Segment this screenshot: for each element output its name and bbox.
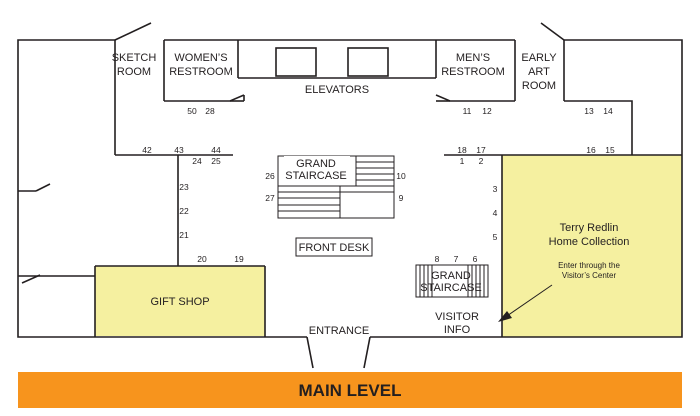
gallery-number: 9 (399, 193, 404, 203)
gallery-number: 8 (435, 254, 440, 264)
grand-staircase-center[interactable] (277, 155, 395, 219)
grand-staircase-right-label-1: GRAND (431, 270, 471, 282)
gallery-number: 19 (234, 254, 244, 264)
gallery-number: 14 (603, 106, 613, 116)
early-art-room-label-2: ART (528, 66, 550, 78)
gallery-number: 42 (142, 145, 152, 155)
gallery-number: 15 (605, 145, 615, 155)
grand-staircase-center-label-2: STAIRCASE (285, 170, 347, 182)
enter-note-label-2: Visitor’s Center (562, 271, 617, 280)
gallery-number: 20 (197, 254, 207, 264)
home-collection-label-2: Home Collection (549, 236, 630, 248)
gallery-number: 13 (584, 106, 594, 116)
mens-restroom-label-1: MEN’S (456, 52, 490, 64)
gallery-number: 27 (265, 193, 275, 203)
elevators-label: ELEVATORS (305, 84, 369, 96)
entrance-label: ENTRANCE (309, 325, 370, 337)
gallery-number: 3 (493, 184, 498, 194)
gallery-number: 6 (473, 254, 478, 264)
visitor-info-label-1: VISITOR (435, 311, 479, 323)
gallery-number: 21 (179, 230, 189, 240)
enter-note-label-1: Enter through the (558, 261, 620, 270)
arrow-to-home-collection (498, 284, 553, 322)
early-art-room-label-1: EARLY (521, 52, 557, 64)
visitor-info-label-2: INFO (444, 324, 471, 336)
home-collection-area[interactable] (502, 155, 682, 337)
gallery-number: 25 (211, 156, 221, 166)
gallery-number: 10 (396, 171, 406, 181)
sketch-room-label-2: ROOM (117, 66, 151, 78)
early-art-room-label-3: ROOM (522, 80, 556, 92)
gallery-number: 50 (187, 106, 197, 116)
gallery-number: 16 (586, 145, 596, 155)
gallery-number: 23 (179, 182, 189, 192)
gallery-number: 43 (174, 145, 184, 155)
sketch-room-label-1: SKETCH (112, 52, 157, 64)
main-level-title: MAIN LEVEL (299, 381, 402, 400)
gallery-number: 18 (457, 145, 467, 155)
gallery-number: 44 (211, 145, 221, 155)
gallery-number: 7 (454, 254, 459, 264)
gift-shop-label: GIFT SHOP (150, 296, 209, 308)
gallery-number: 2 (479, 156, 484, 166)
grand-staircase-center-label-1: GRAND (296, 158, 336, 170)
gallery-number: 1 (460, 156, 465, 166)
womens-restroom-label-1: WOMEN’S (174, 52, 227, 64)
main-level-banner (18, 372, 682, 408)
gallery-number: 5 (493, 232, 498, 242)
center-partitions (94, 155, 503, 337)
home-collection-label-1: Terry Redlin (560, 222, 619, 234)
gallery-number: 4 (493, 208, 498, 218)
gallery-number: 26 (265, 171, 275, 181)
outer-walls (17, 22, 683, 369)
left-exit-doors (18, 183, 95, 284)
restroom-elevator-block (164, 39, 516, 102)
early-art-room-walls (444, 40, 682, 156)
gallery-number: 24 (192, 156, 202, 166)
gallery-number: 12 (482, 106, 492, 116)
grand-staircase-right-label-2: STAIRCASE (420, 282, 482, 294)
mens-restroom-label-2: RESTROOM (441, 66, 505, 78)
gallery-number: 11 (463, 106, 472, 116)
gallery-number: 28 (205, 106, 215, 116)
sketch-room-walls (114, 40, 233, 156)
womens-restroom-label-2: RESTROOM (169, 66, 233, 78)
front-desk-label: FRONT DESK (299, 242, 370, 254)
gallery-number: 17 (476, 145, 486, 155)
gallery-number: 22 (179, 206, 189, 216)
gallery-numbers: 50 28 11 12 13 14 42 43 44 24 25 18 17 1… (142, 106, 615, 264)
grand-staircase-right[interactable] (415, 264, 489, 298)
front-desk-box[interactable] (295, 237, 373, 257)
gift-shop-area[interactable] (95, 266, 265, 336)
